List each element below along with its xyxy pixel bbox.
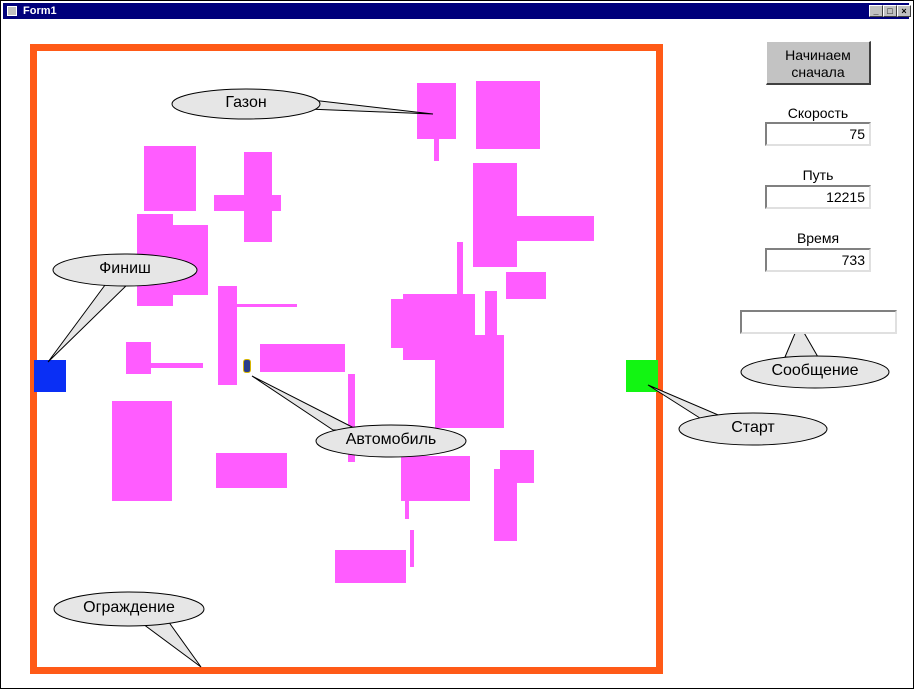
lawn-block [260,344,345,372]
lawn-block [112,401,172,501]
lawn-block [144,146,196,211]
lawn-block [237,304,297,307]
speed-field[interactable]: 75 [765,122,871,146]
message-field[interactable] [740,310,897,334]
lawn-block [417,83,456,139]
lawn-block [517,216,594,241]
lawn-block [494,469,517,541]
restart-button[interactable]: Начинаем сначала [766,41,871,85]
close-button[interactable]: × [897,5,911,17]
path-field[interactable]: 12215 [765,185,871,209]
car-callout-label: Автомобиль [345,431,437,448]
lawn-block [476,81,540,149]
lawn-block [405,501,409,519]
start-zone [626,360,658,392]
lawn-block [335,550,406,583]
form-client-area: Газон Финиш Автомобиль Старт Ограждение … [3,19,909,686]
title-bar[interactable]: Form1 _ □ × [3,3,911,19]
lawn-block [485,291,497,336]
car-icon [243,359,251,373]
fence-callout-label: Ограждение [83,599,175,616]
lawn-block [473,163,517,267]
finish-zone [34,360,66,392]
maximize-button[interactable]: □ [883,5,897,17]
speed-label: Скорость [787,105,849,121]
lawn-block [435,335,504,428]
lawn-block [173,225,208,295]
lawn-block [410,530,414,567]
app-icon [7,6,17,16]
minimize-button[interactable]: _ [869,5,883,17]
time-label: Время [796,230,840,246]
lawn-block [216,453,287,488]
lawn-block [151,363,203,368]
lawn-block [391,299,403,348]
lawn-block [434,139,439,161]
window-title: Form1 [23,5,57,17]
lawn-block [506,272,546,299]
lawn-callout-label: Газон [225,94,267,111]
lawn-block [401,456,470,501]
lawn-block [218,286,237,385]
message-callout-label: Сообщение [771,362,859,379]
time-field[interactable]: 733 [765,248,871,272]
finish-callout-label: Финиш [99,260,151,277]
path-label: Путь [802,167,834,183]
start-callout-label: Старт [731,419,775,436]
lawn-block [126,342,151,374]
lawn-block [457,242,463,297]
lawn-block [214,195,281,211]
